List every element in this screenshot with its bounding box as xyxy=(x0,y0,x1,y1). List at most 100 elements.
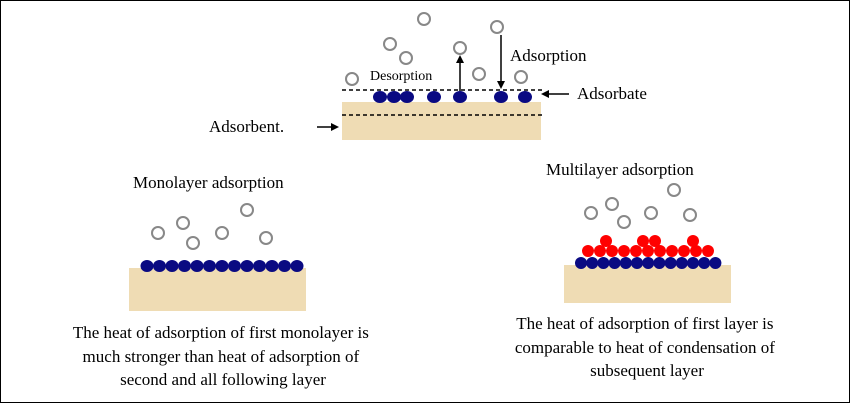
gas-molecule xyxy=(490,20,504,34)
second-layer-molecule xyxy=(630,245,642,257)
adsorbed-molecule xyxy=(190,260,204,272)
adsorbed-molecule xyxy=(518,91,532,103)
adsorbent-label: Adsorbent. xyxy=(209,117,284,136)
gas-molecule xyxy=(617,215,631,229)
gas-molecule xyxy=(584,206,598,220)
gas-molecule xyxy=(383,37,397,51)
second-layer-molecule xyxy=(687,235,699,247)
adsorbed-molecule xyxy=(453,91,467,103)
desorption-arrowhead xyxy=(456,55,464,63)
second-layer-molecule xyxy=(642,245,654,257)
adsorbed-molecule xyxy=(290,260,304,272)
adsorbed-molecule xyxy=(215,260,229,272)
gas-molecule xyxy=(259,231,273,245)
top-adsorbed-molecules xyxy=(373,91,532,103)
second-layer-molecule xyxy=(594,245,606,257)
monolayer-adsorbed-molecules xyxy=(140,260,304,272)
adsorbed-molecule xyxy=(373,91,387,103)
adsorbed-molecule xyxy=(240,260,254,272)
multilayer-title: Multilayer adsorption xyxy=(546,160,694,179)
multilayer-panel: Multilayer adsorption The heat of adsorp… xyxy=(515,160,779,380)
adsorbed-molecule xyxy=(400,91,414,103)
gas-molecule xyxy=(605,197,619,211)
adsorbed-molecule xyxy=(586,257,599,269)
adsorbed-molecule xyxy=(675,257,688,269)
second-layer-molecule xyxy=(702,245,714,257)
adsorbed-molecule xyxy=(387,91,401,103)
top-schematic: Desorption Adsorption Adsorbate Adsorben… xyxy=(209,12,647,140)
monolayer-caption-line: The heat of adsorption of first monolaye… xyxy=(73,323,369,342)
second-layer-molecule xyxy=(637,235,649,247)
adsorbate-pointer-head xyxy=(541,90,549,98)
adsorbed-molecule xyxy=(709,257,722,269)
adsorbed-molecule xyxy=(153,260,166,272)
adsorption-label: Adsorption xyxy=(510,46,587,65)
multilayer-gas-molecules xyxy=(584,183,697,229)
second-layer-molecule xyxy=(600,235,612,247)
gas-molecule xyxy=(345,72,359,86)
monolayer-caption: The heat of adsorption of first monolaye… xyxy=(73,323,373,389)
adsorbate-label: Adsorbate xyxy=(577,84,647,103)
adsorbed-molecule xyxy=(203,260,216,272)
adsorbed-molecule xyxy=(278,260,291,272)
multilayer-surface xyxy=(564,265,731,303)
gas-molecule xyxy=(667,183,681,197)
second-layer-molecule xyxy=(649,235,661,247)
second-layer-molecule xyxy=(582,245,594,257)
adsorbed-molecule xyxy=(178,260,191,272)
monolayer-surface xyxy=(129,268,306,311)
gas-molecule xyxy=(514,70,528,84)
multilayer-adsorbed-molecules xyxy=(575,257,722,269)
adsorbed-molecule xyxy=(664,257,677,269)
second-layer-molecule xyxy=(654,245,666,257)
desorption-label: Desorption xyxy=(370,69,432,84)
gas-molecule xyxy=(176,216,190,230)
adsorbed-molecule xyxy=(687,257,699,269)
adsorbent-surface xyxy=(342,102,541,140)
adsorbed-molecule xyxy=(698,257,711,269)
second-layer-molecule xyxy=(618,245,630,257)
gas-molecule xyxy=(399,51,413,65)
gas-molecule xyxy=(151,226,165,240)
adsorbed-molecule xyxy=(494,91,508,103)
gas-molecule xyxy=(417,12,431,26)
adsorbed-molecule xyxy=(140,260,154,272)
gas-molecule xyxy=(644,206,658,220)
adsorbed-molecule xyxy=(265,260,279,272)
adsorption-arrowhead xyxy=(497,81,505,89)
adsorbed-molecule xyxy=(642,257,655,269)
second-layer-molecule xyxy=(690,245,702,257)
monolayer-panel: Monolayer adsorption The heat of adsorpt… xyxy=(73,173,373,389)
adsorbent-pointer-head xyxy=(331,123,339,131)
top-gas-molecules xyxy=(345,12,528,86)
gas-molecule xyxy=(453,41,467,55)
adsorbed-molecule xyxy=(427,91,441,103)
adsorbed-molecule xyxy=(608,257,621,269)
gas-molecule xyxy=(186,236,200,250)
monolayer-gas-molecules xyxy=(151,203,273,250)
multilayer-caption-line: subsequent layer xyxy=(590,361,704,380)
monolayer-caption-line: much stronger than heat of adsorption of xyxy=(83,347,360,366)
adsorbed-molecule xyxy=(228,260,241,272)
adsorbed-molecule xyxy=(619,257,632,269)
adsorbed-molecule xyxy=(165,260,179,272)
adsorbed-molecule xyxy=(253,260,266,272)
second-layer-molecule xyxy=(606,245,618,257)
multilayer-caption-line: The heat of adsorption of first layer is xyxy=(516,314,773,333)
gas-molecule xyxy=(683,208,697,222)
second-layer-molecule xyxy=(678,245,690,257)
gas-molecule xyxy=(240,203,254,217)
monolayer-title: Monolayer adsorption xyxy=(133,173,284,192)
adsorbed-molecule xyxy=(631,257,643,269)
adsorbed-molecule xyxy=(597,257,610,269)
multilayer-caption-line: comparable to heat of condensation of xyxy=(515,338,775,357)
multilayer-second-layer-molecules xyxy=(582,235,714,257)
gas-molecule xyxy=(472,67,486,81)
adsorbed-molecule xyxy=(653,257,666,269)
multilayer-caption: The heat of adsorption of first layer is… xyxy=(515,314,779,380)
adsorbed-molecule xyxy=(575,257,587,269)
monolayer-caption-line: second and all following layer xyxy=(120,370,326,389)
gas-molecule xyxy=(215,226,229,240)
